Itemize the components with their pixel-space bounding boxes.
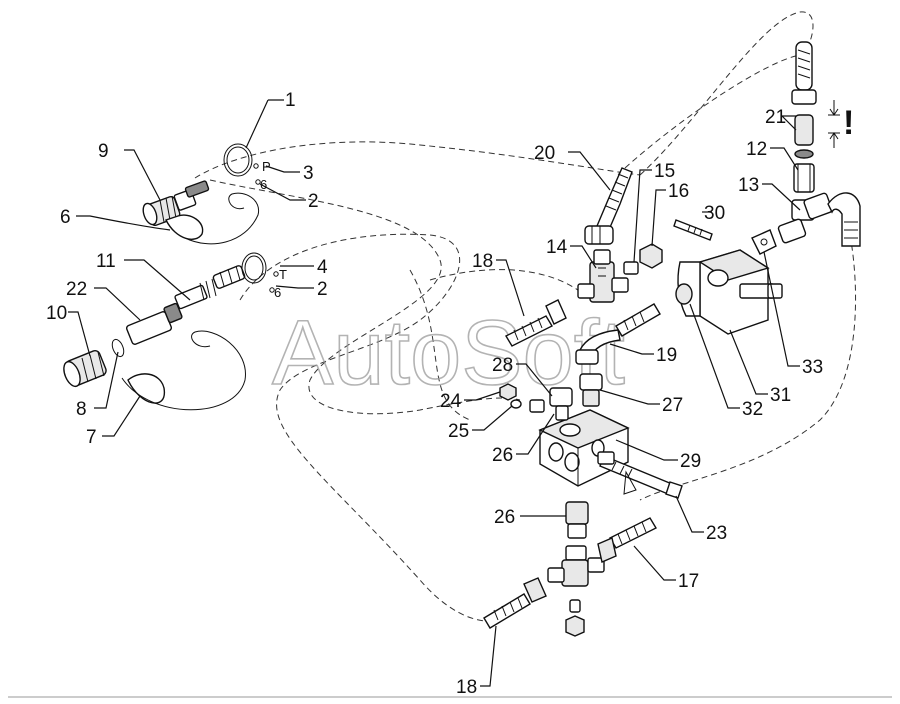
hose-19 [575, 303, 661, 365]
callout-24: 24 [440, 391, 462, 412]
callout-26-lower: 26 [494, 507, 515, 528]
pump-31 [675, 229, 783, 335]
callout-16: 16 [668, 181, 689, 202]
callout-23: 23 [706, 523, 727, 544]
callout-22: 22 [66, 279, 87, 300]
callout-17: 17 [678, 571, 699, 592]
callout-10: 10 [46, 303, 67, 324]
callout-26-upper: 26 [492, 445, 513, 466]
coupler-lower [63, 252, 279, 411]
callout-labels: 1 3 2 9 6 11 22 10 8 7 4 2 20 15 16 21 1… [46, 90, 823, 698]
callout-25: 25 [448, 421, 469, 442]
callout-33: 33 [802, 357, 823, 378]
callout-6: 6 [60, 207, 71, 228]
callout-7: 7 [86, 427, 97, 448]
callout-4: 4 [317, 257, 328, 278]
callout-32: 32 [742, 399, 763, 420]
callout-31: 31 [770, 385, 791, 406]
valve-block-29 [499, 373, 683, 499]
warning-icon: ! [843, 104, 854, 142]
callout-20: 20 [534, 143, 555, 164]
callout-19: 19 [656, 345, 677, 366]
lower-tee-group [483, 501, 657, 637]
callout-11: 11 [96, 251, 116, 272]
hose-18-upper [505, 299, 567, 347]
callout-2-lower: 2 [317, 279, 328, 300]
callout-8: 8 [76, 399, 87, 420]
callout-15: 15 [654, 161, 675, 182]
callout-9: 9 [98, 141, 109, 162]
pressure-arrow-icon [828, 100, 840, 148]
callout-1: 1 [285, 90, 296, 111]
callout-29: 29 [680, 451, 701, 472]
tee-fitting-14 [577, 219, 713, 303]
callout-13: 13 [738, 175, 759, 196]
tag-t: T [279, 267, 287, 282]
coupler-upper [142, 143, 261, 245]
callout-12: 12 [746, 139, 767, 160]
hose-21-group [777, 41, 861, 247]
callout-21: 21 [765, 107, 786, 128]
hose-20 [584, 167, 633, 245]
callout-18-upper: 18 [472, 251, 493, 272]
callout-27: 27 [662, 395, 683, 416]
tag-6-lower: 6 [274, 285, 281, 300]
callout-3: 3 [303, 163, 314, 184]
callout-14: 14 [546, 237, 568, 258]
callout-18-lower: 18 [456, 677, 477, 698]
callout-28: 28 [492, 355, 513, 376]
callout-30: 30 [704, 203, 725, 224]
callout-2-upper: 2 [308, 191, 319, 212]
tag-6-upper: 6 [260, 177, 267, 192]
leader-lines [68, 99, 801, 687]
